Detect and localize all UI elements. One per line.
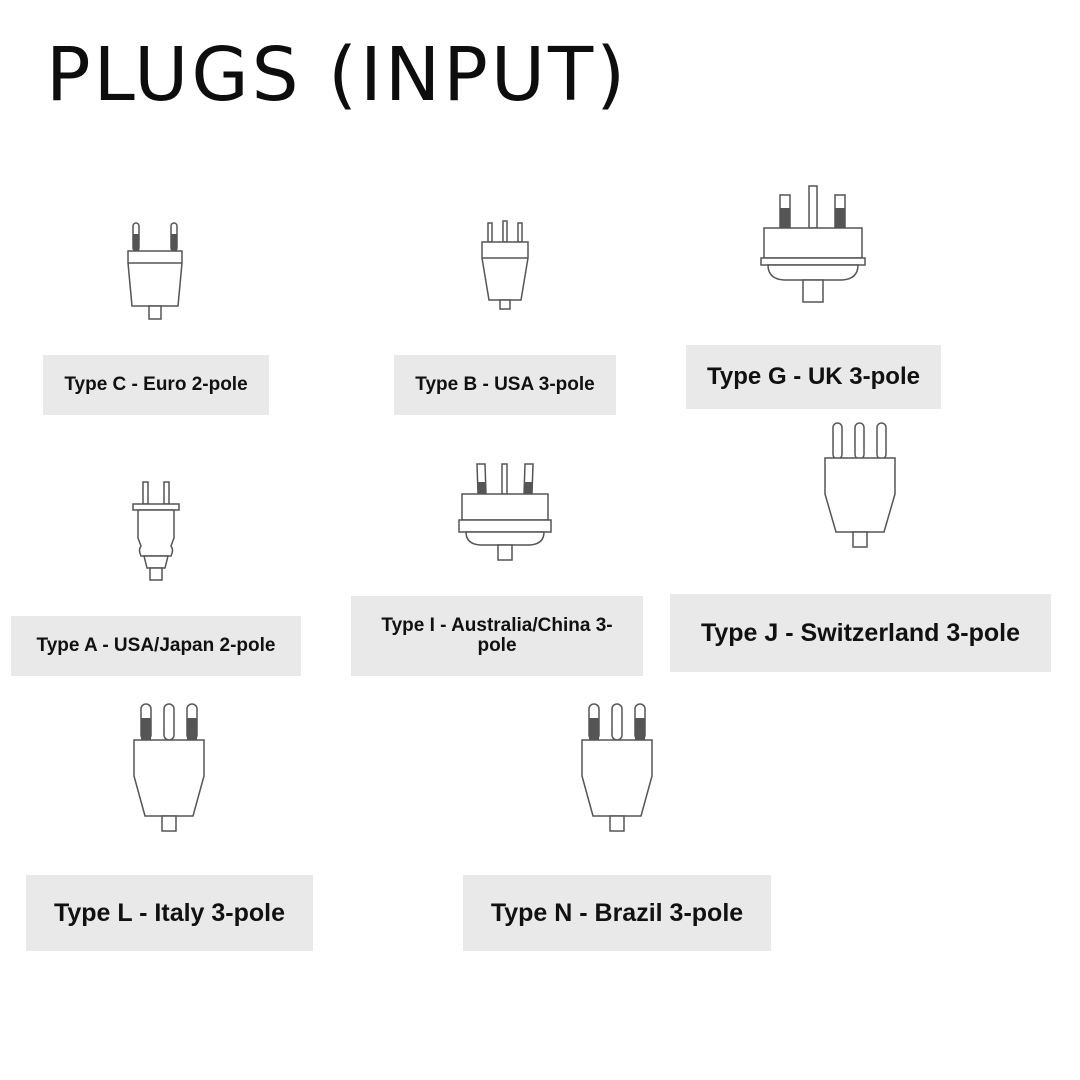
plug-label-type-i: Type I - Australia/China 3-pole [351, 596, 643, 676]
plug-label-type-j: Type J - Switzerland 3-pole [670, 594, 1051, 672]
brazil-3-pole-plug-icon [579, 702, 655, 834]
plug-label-type-l: Type L - Italy 3-pole [26, 875, 313, 951]
australia-china-3-pole-plug-icon [456, 460, 554, 564]
plug-label-type-g: Type G - UK 3-pole [686, 345, 941, 409]
usa-japan-2-pole-plug-icon [130, 480, 182, 584]
usa-3-pole-plug-icon [478, 220, 532, 312]
euro-2-pole-plug-icon [122, 218, 188, 324]
italy-3-pole-plug-icon [131, 702, 207, 834]
plug-label-type-a: Type A - USA/Japan 2-pole [11, 616, 301, 676]
switzerland-3-pole-plug-icon [822, 420, 898, 550]
plug-label-type-c: Type C - Euro 2-pole [43, 355, 269, 415]
page-title: PLUGS (INPUT) [46, 32, 629, 118]
plug-label-type-n: Type N - Brazil 3-pole [463, 875, 771, 951]
plug-label-type-b: Type B - USA 3-pole [394, 355, 616, 415]
uk-3-pole-plug-icon [758, 183, 868, 305]
